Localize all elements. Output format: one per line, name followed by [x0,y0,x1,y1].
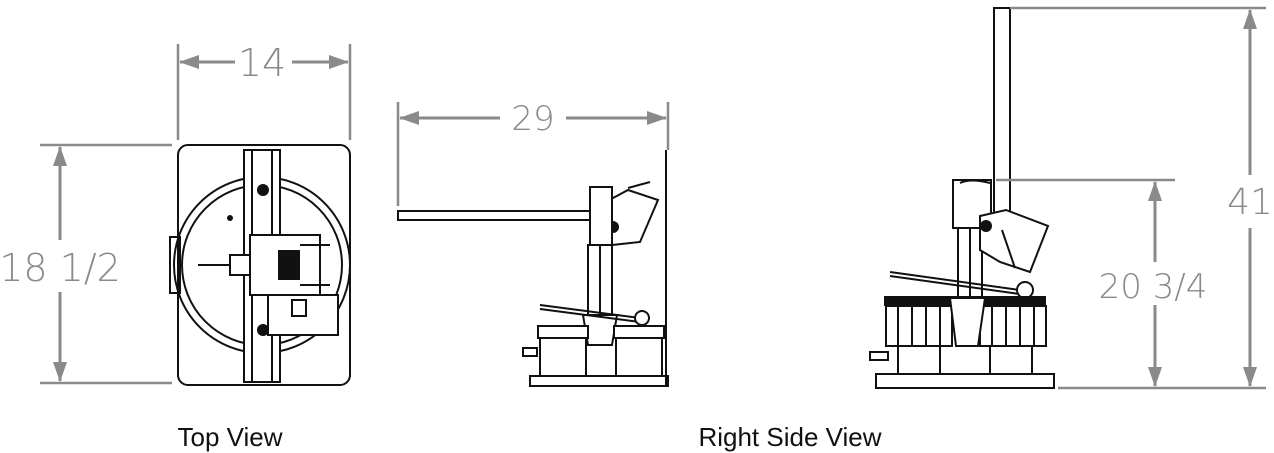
top-view-drawing [169,144,351,386]
side-width-label: 29 [511,99,554,139]
side-view-raised-drawing [869,7,1055,389]
side-height-head-label: 20 3/4 [1099,267,1208,307]
top-length-label: 18 1/2 [0,246,121,290]
top-length-dimension: 18 1/2 [0,143,172,385]
top-width-dimension: 14 [176,41,352,140]
side-height-head-dimension: 20 3/4 [996,178,1208,387]
top-view-caption: Top View [177,422,282,452]
side-view-extended-drawing [397,150,669,387]
top-width-label: 14 [238,41,286,85]
side-height-total-label: 41 [1227,182,1273,223]
side-view-caption: Right Side View [698,422,881,452]
side-height-total-dimension: 41 [1010,6,1273,390]
side-width-dimension: 29 [396,99,670,206]
